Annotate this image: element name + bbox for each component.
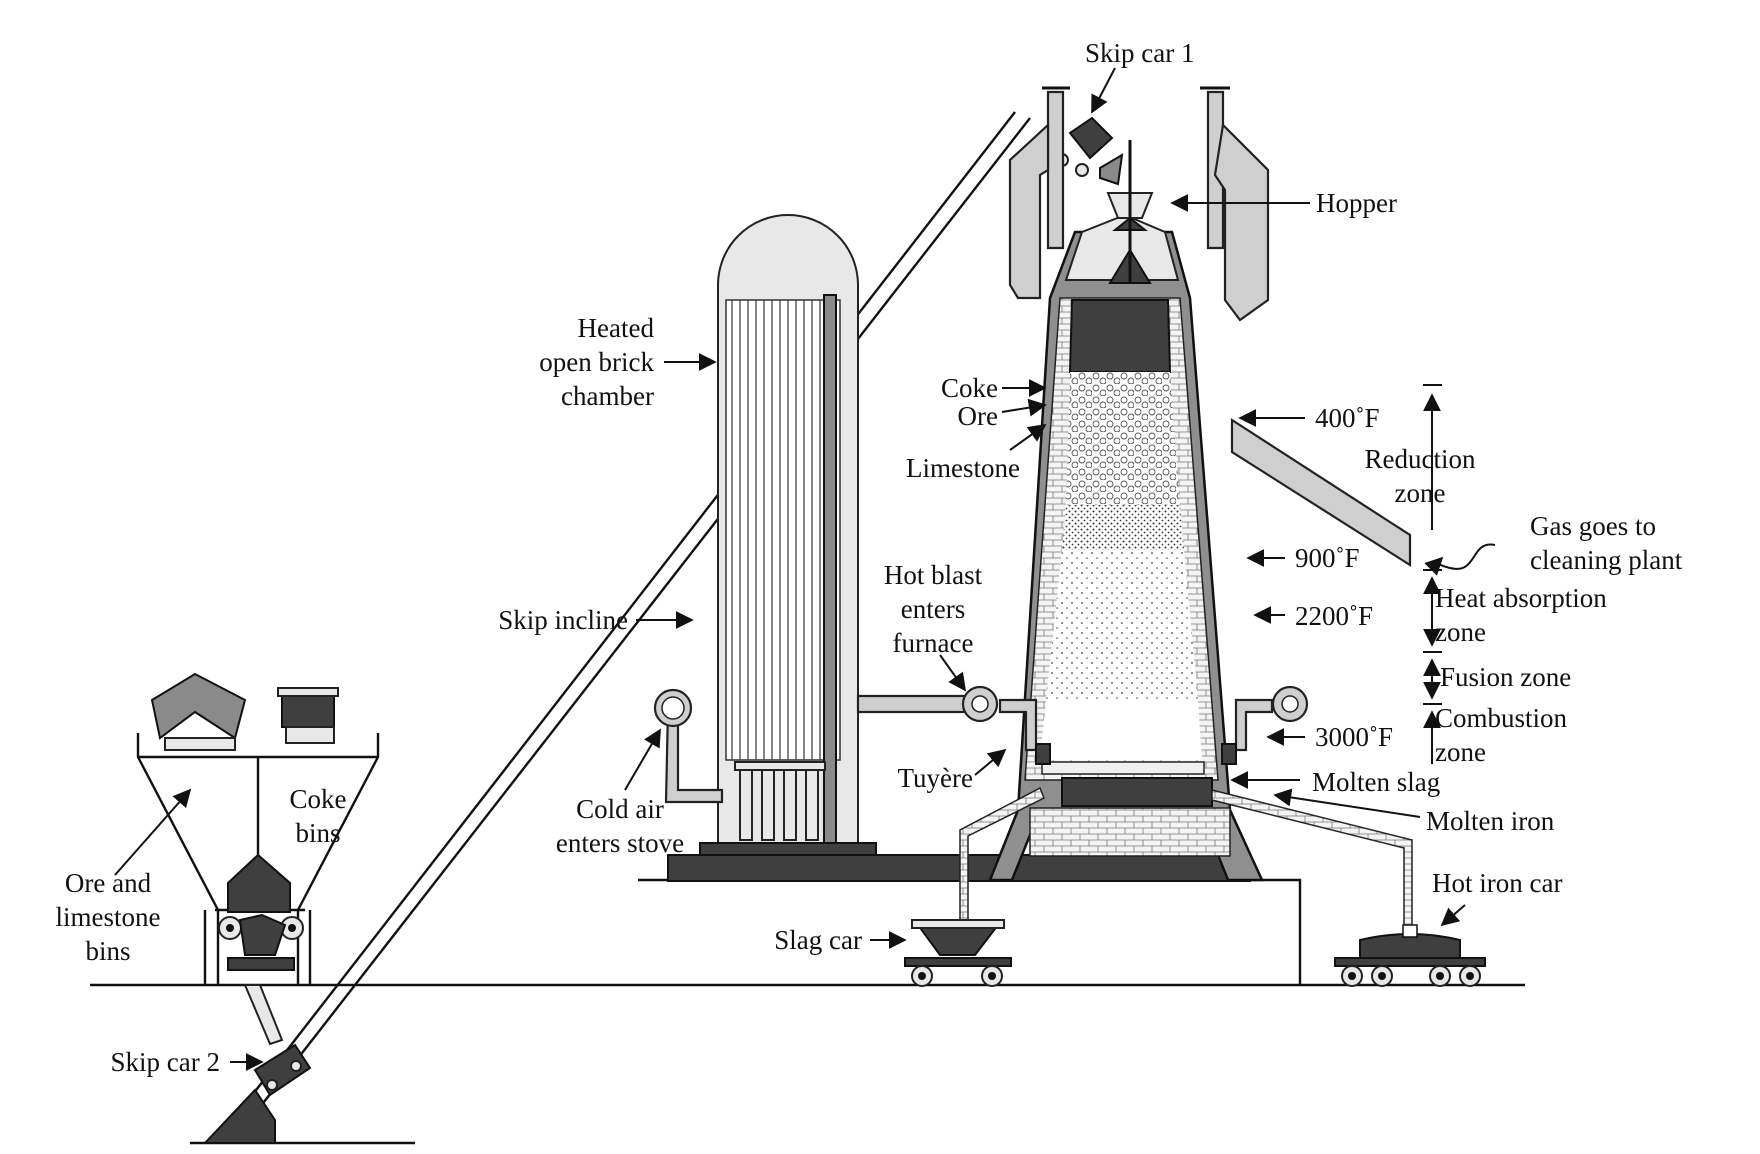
ground [90, 878, 1525, 1145]
label-hopper: Hopper [1316, 188, 1397, 218]
label-tuyere: Tuyère [897, 763, 973, 793]
label-heated-3: chamber [561, 381, 654, 411]
label-gas-1: Gas goes to [1530, 511, 1656, 541]
leader-lines [114, 67, 1496, 1071]
blast-furnace [959, 86, 1413, 931]
label-limestone: Limestone [906, 453, 1020, 483]
ore-coke-bins [136, 672, 380, 1046]
label-coke-bins-1: Coke [290, 784, 347, 814]
label-cold-air-1: Cold air [576, 794, 664, 824]
label-fusion-zone: Fusion zone [1440, 662, 1571, 692]
zone-scale [1423, 384, 1442, 764]
hot-iron-car [1334, 924, 1486, 987]
label-temp-900: 900˚F [1295, 543, 1360, 573]
label-hot-blast-1: Hot blast [884, 560, 983, 590]
label-cold-air-2: enters stove [556, 828, 684, 858]
label-combustion-2: zone [1435, 737, 1486, 767]
label-hot-blast-2: enters [901, 594, 965, 624]
label-reduction-2: zone [1395, 478, 1446, 508]
label-skip-incline: Skip incline [498, 605, 628, 635]
label-hot-iron-car: Hot iron car [1432, 868, 1562, 898]
labels: Skip car 1 Hopper Heated open brick cham… [56, 38, 1683, 1077]
label-coke-bins-2: bins [295, 818, 340, 848]
skip-incline [202, 111, 1124, 1144]
label-ore-bins-2: limestone [56, 902, 161, 932]
label-heated-2: open brick [539, 347, 654, 377]
label-heat-absorption-1: Heat absorption [1435, 583, 1607, 613]
label-combustion-1: Combustion [1435, 703, 1568, 733]
hot-blast-stove [653, 214, 982, 856]
label-temp-400: 400˚F [1315, 403, 1380, 433]
label-coke: Coke [941, 373, 998, 403]
label-reduction-1: Reduction [1365, 444, 1476, 474]
skip-car-2 [253, 1043, 312, 1097]
label-ore-bins-3: bins [85, 936, 130, 966]
furnace-foundation [667, 854, 1251, 882]
label-molten-iron: Molten iron [1426, 806, 1555, 836]
label-ore-bins-1: Ore and [65, 868, 152, 898]
label-skip-car-1: Skip car 1 [1085, 38, 1194, 68]
label-hot-blast-3: furnace [893, 628, 974, 658]
label-skip-car-2: Skip car 2 [111, 1047, 220, 1077]
label-heat-absorption-2: zone [1435, 617, 1486, 647]
label-gas-2: cleaning plant [1530, 545, 1683, 575]
label-temp-2200: 2200˚F [1295, 601, 1373, 631]
label-temp-3000: 3000˚F [1315, 722, 1393, 752]
skip-car-1 [1055, 116, 1124, 186]
label-ore: Ore [958, 401, 998, 431]
label-molten-slag: Molten slag [1312, 767, 1440, 797]
slag-car [904, 919, 1012, 987]
label-heated-1: Heated [578, 313, 655, 343]
label-slag-car: Slag car [774, 925, 862, 955]
